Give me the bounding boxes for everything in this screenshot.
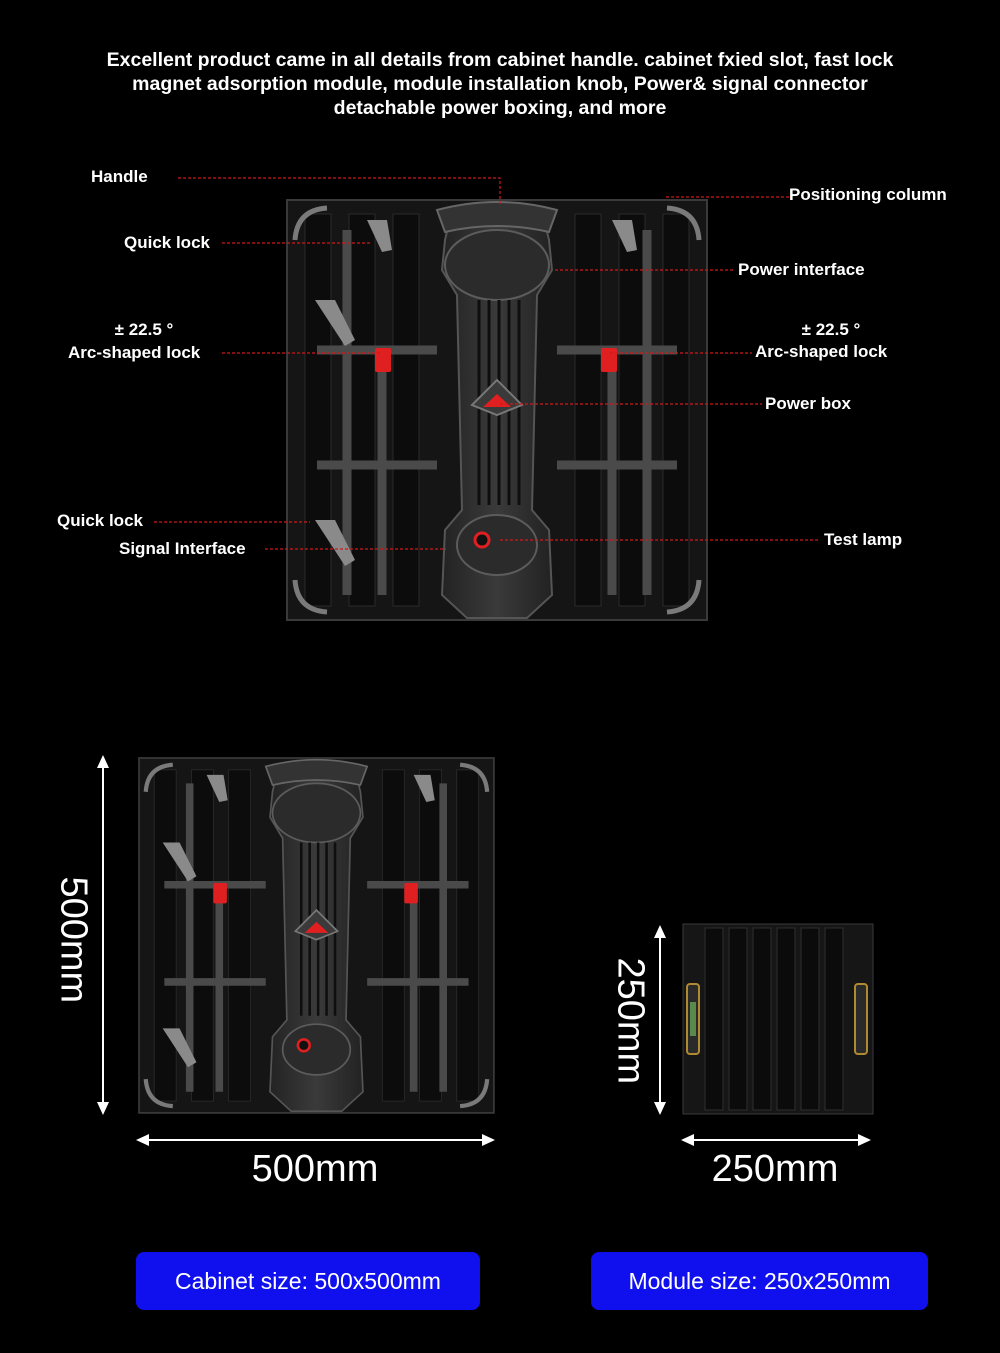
dimension-arrows — [97, 755, 871, 1146]
callout-handle: Handle — [91, 167, 148, 186]
callout-power-box: Power box — [765, 394, 851, 413]
callout-arc-right-angle: ± 22.5 ° — [801, 320, 861, 339]
callout-arc-left-angle: ± 22.5 ° — [114, 320, 174, 339]
callout-quick-lock-top: Quick lock — [124, 233, 210, 252]
callout-signal-interface: Signal Interface — [119, 539, 246, 558]
cabinet-bottom-image — [139, 758, 494, 1113]
module-image — [682, 923, 874, 1115]
cabinet-width-label: 500mm — [251, 1148, 379, 1190]
intro-line-2: magnet adsorption module, module install… — [132, 73, 868, 95]
cabinet-top-image — [287, 200, 707, 620]
cabinet-height-label: 500mm — [52, 876, 95, 1004]
module-width-label: 250mm — [711, 1148, 839, 1190]
intro-line-1: Excellent product came in all details fr… — [106, 49, 894, 71]
intro-line-3: detachable power boxing, and more — [333, 97, 667, 119]
leader-handle — [178, 177, 501, 205]
module-size-badge: Module size: 250x250mm — [591, 1252, 928, 1310]
callout-arc-right: Arc-shaped lock — [755, 342, 888, 361]
module-height-label: 250mm — [609, 957, 652, 1085]
leader-lines — [154, 177, 818, 550]
intro-text: Excellent product came in all details fr… — [40, 48, 960, 120]
callout-positioning-column: Positioning column — [789, 185, 947, 204]
callout-power-interface: Power interface — [738, 260, 865, 279]
callout-test-lamp: Test lamp — [824, 530, 903, 549]
callout-arc-left: Arc-shaped lock — [68, 343, 201, 362]
cabinet-size-badge: Cabinet size: 500x500mm — [136, 1252, 480, 1310]
callout-quick-lock-bottom: Quick lock — [57, 511, 143, 530]
